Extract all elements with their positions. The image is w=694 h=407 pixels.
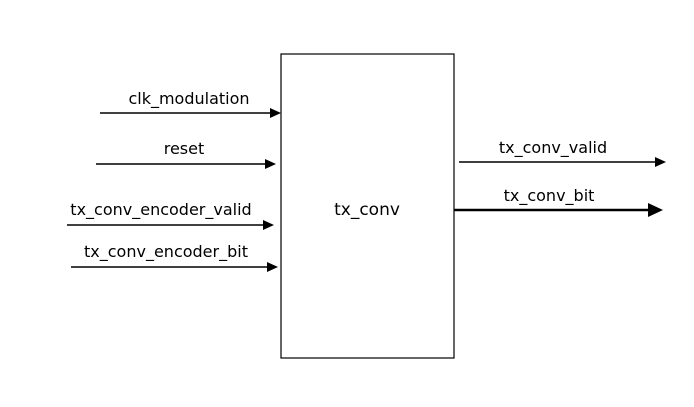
input-label: tx_conv_encoder_valid [70, 200, 251, 220]
output-label: tx_conv_bit [504, 186, 595, 206]
input-label: reset [164, 139, 205, 158]
arrowhead [655, 157, 666, 167]
block-rectangle [280, 53, 455, 359]
input-signal-clk-modulation: clk_modulation [100, 89, 281, 118]
arrowhead [267, 262, 278, 272]
output-signal-tx-conv-bit: tx_conv_bit [454, 186, 663, 217]
input-signal-tx-conv-encoder-bit: tx_conv_encoder_bit [71, 242, 278, 272]
input-label: tx_conv_encoder_bit [84, 242, 248, 262]
arrowhead [263, 220, 274, 230]
block-name: tx_conv [334, 200, 400, 220]
input-signal-tx-conv-encoder-valid: tx_conv_encoder_valid [67, 200, 274, 230]
arrowhead [270, 108, 281, 118]
tx-conv-block: tx_conv [280, 53, 455, 359]
input-label: clk_modulation [128, 89, 249, 109]
output-signal-tx-conv-valid: tx_conv_valid [459, 138, 666, 167]
arrowhead [648, 203, 663, 217]
input-signal-reset: reset [96, 139, 276, 169]
output-label: tx_conv_valid [499, 138, 607, 158]
arrowhead [265, 159, 276, 169]
